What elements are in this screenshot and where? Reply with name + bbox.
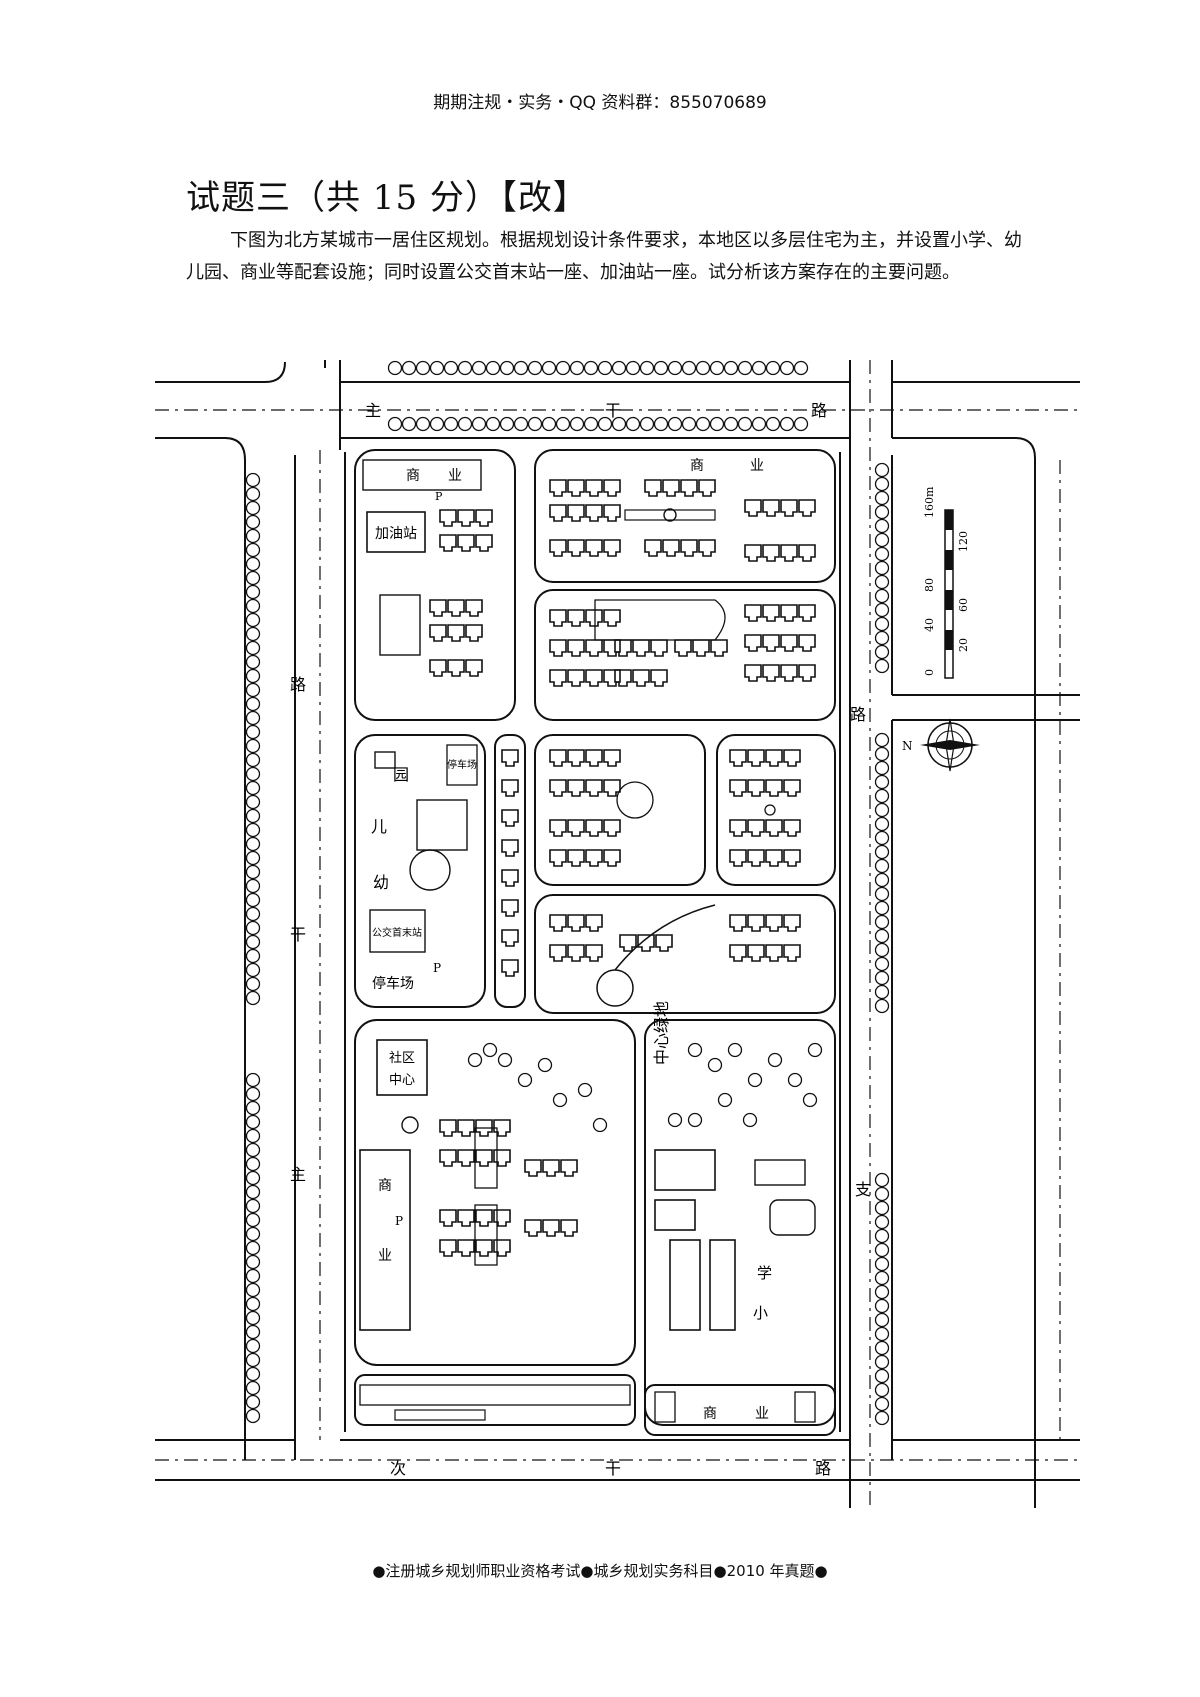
road-top-1: 主 xyxy=(365,401,381,420)
commerce-n-2: 业 xyxy=(750,458,764,474)
commerce-se-2: 业 xyxy=(755,1406,769,1422)
road-bottom-2: 干 xyxy=(605,1459,621,1478)
parking-bus-label: 停车场 xyxy=(372,975,414,992)
road-right-1: 路 xyxy=(850,705,866,724)
commerce-sw-1: 商 xyxy=(378,1178,392,1194)
parking-p-1: P xyxy=(435,490,443,503)
svg-text:20: 20 xyxy=(957,638,970,652)
community-center-2: 中心 xyxy=(389,1073,415,1088)
parking-p-3: P xyxy=(395,1214,403,1228)
svg-text:40: 40 xyxy=(923,618,936,632)
site-plan-map: 加油站 商 业 P 商 业 园 儿 幼 停车场 公交首末站 停车场 P 社区 中… xyxy=(155,360,1080,1508)
primary-school-2: 小 xyxy=(753,1304,768,1322)
svg-text:N: N xyxy=(902,739,913,753)
parking-kg-label: 停车场 xyxy=(447,758,477,771)
commerce-se-1: 商 xyxy=(703,1406,717,1422)
page-footer: ●注册城乡规划师职业资格考试●城乡规划实务科目●2010 年真题● xyxy=(372,1562,828,1580)
kindergarten-char-3: 幼 xyxy=(373,873,389,892)
question-title: 试题三（共 15 分）【改】 xyxy=(186,178,588,218)
commerce-n-1: 商 xyxy=(690,458,704,474)
page-header: 期期注规・实务・QQ 资料群：855070689 xyxy=(433,93,767,113)
svg-text:0: 0 xyxy=(923,669,936,676)
primary-school-1: 学 xyxy=(757,1264,772,1282)
svg-text:60: 60 xyxy=(957,598,970,612)
road-bottom-3: 路 xyxy=(815,1459,831,1478)
commerce-nw-2: 业 xyxy=(448,468,462,484)
question-text: 下图为北方某城市一居住区规划。根据规划设计条件要求，本地区以多层住宅为主，并设置… xyxy=(186,230,1022,283)
road-top-3: 路 xyxy=(811,401,827,420)
commerce-sw-2: 业 xyxy=(378,1248,392,1264)
kindergarten-char-2: 儿 xyxy=(371,817,387,836)
svg-text:120: 120 xyxy=(957,531,970,552)
road-top-2: 干 xyxy=(605,401,621,420)
commerce-nw-1: 商 xyxy=(406,468,420,484)
gas-station-label: 加油站 xyxy=(375,526,417,542)
svg-text:160m: 160m xyxy=(923,486,936,518)
scale-bar: 0 20 40 60 80 120 160m xyxy=(923,486,970,679)
road-left-3: 主 xyxy=(290,1165,306,1184)
svg-text:80: 80 xyxy=(923,578,936,592)
road-right-2: 支 xyxy=(855,1180,871,1199)
bus-station-label: 公交首末站 xyxy=(372,926,422,939)
parking-p-2: P xyxy=(433,961,441,975)
community-center-1: 社区 xyxy=(389,1050,415,1066)
north-arrow-icon: N xyxy=(902,718,980,772)
road-left-2: 干 xyxy=(290,925,306,944)
central-green-label: 中心绿地 xyxy=(652,1001,671,1065)
road-bottom-1: 次 xyxy=(390,1459,406,1478)
road-left-1: 路 xyxy=(290,675,306,694)
kindergarten-char-1: 园 xyxy=(393,765,409,784)
